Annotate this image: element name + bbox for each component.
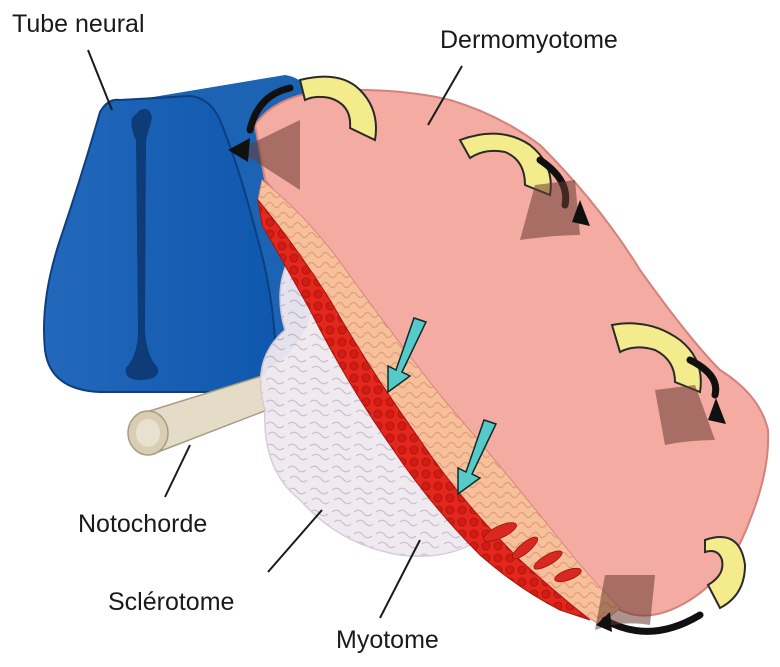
label-tube-neural: Tube neural xyxy=(12,12,145,37)
leader-sclerotome xyxy=(268,510,322,572)
leader-notochorde xyxy=(165,445,190,497)
label-sclerotome: Sclérotome xyxy=(108,590,234,615)
label-dermomyotome: Dermomyotome xyxy=(440,28,618,53)
label-notochorde: Notochorde xyxy=(78,512,207,537)
label-myotome: Myotome xyxy=(336,628,439,653)
leader-tube-neural xyxy=(88,50,112,110)
